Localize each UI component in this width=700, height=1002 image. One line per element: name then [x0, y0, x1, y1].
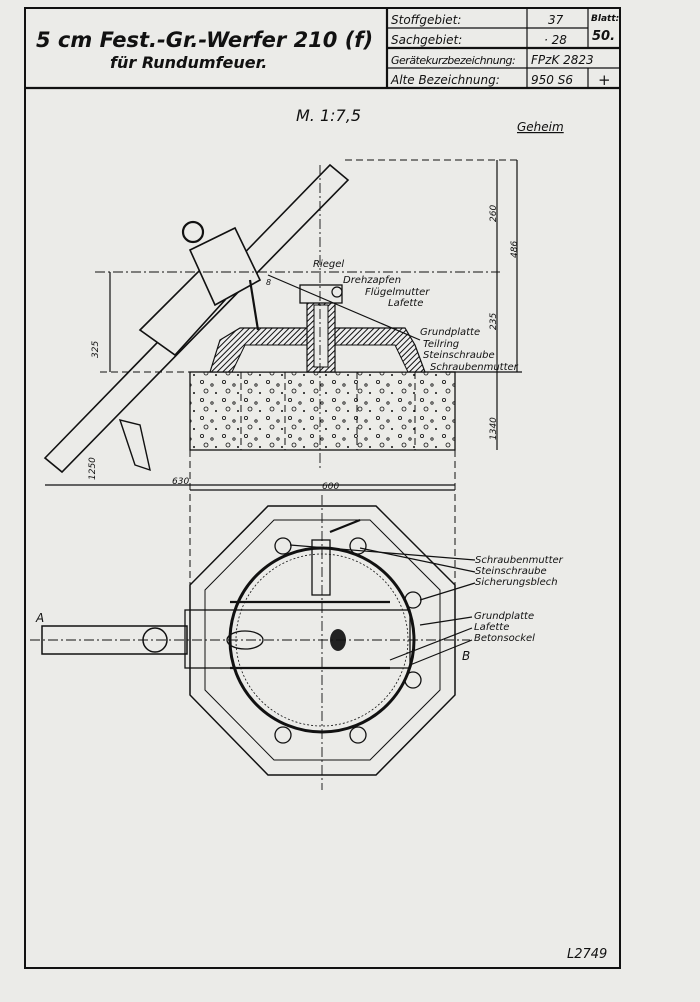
marker-8: 8	[266, 278, 271, 287]
drawing-title: 5 cm Fest.-Gr.-Werfer 210 (f)	[36, 28, 373, 52]
row-label-geraetekurzbezeichnung: Gerätekurzbezeichnung:	[391, 54, 515, 67]
side-view: Riegel Drehzapfen Flügelmutter Lafette G…	[43, 159, 522, 492]
dim-325: 325	[91, 341, 101, 358]
label-steinschraube-top: Steinschraube	[475, 566, 547, 577]
label-riegel: Riegel	[313, 259, 344, 270]
label-schraubenmutter: Schraubenmutter	[430, 362, 519, 373]
drawing-number: L2749	[567, 947, 607, 962]
label-schraubenmutter-top: Schraubenmutter	[475, 555, 564, 566]
dim-1340: 1340	[489, 417, 499, 440]
label-teilring: Teilring	[423, 339, 459, 350]
label-steinschraube: Steinschraube	[423, 350, 495, 361]
scale-label: M. 1:7,5	[296, 106, 361, 125]
dim-486: 486	[510, 241, 520, 258]
top-view: A B Schraubenmutter Steinschraube Sicher…	[30, 450, 564, 790]
concrete-base	[189, 371, 456, 451]
sheet-number: 50.	[592, 29, 615, 44]
row-value-alte-bezeichnung: 950 S6	[531, 73, 573, 87]
label-grundplatte: Grundplatte	[420, 327, 480, 338]
sheet-border	[24, 7, 621, 969]
row-value-geraetekurzbezeichnung: FPzK 2823	[531, 53, 594, 67]
label-lafette-top: Lafette	[474, 622, 509, 633]
drawing-subtitle: für Rundumfeuer.	[110, 53, 267, 72]
label-betonsockel: Betonsockel	[474, 633, 535, 644]
label-sicherungsblech: Sicherungsblech	[475, 577, 558, 588]
row-value-sachgebiet: · 28	[544, 33, 567, 47]
label-lafette: Lafette	[388, 298, 423, 309]
row-extra-mark: +	[598, 71, 611, 89]
row-label-sachgebiet: Sachgebiet:	[391, 33, 462, 47]
dim-600: 600	[322, 482, 339, 492]
classification-label: Geheim	[517, 120, 564, 134]
concrete-octagon	[189, 505, 456, 776]
row-label-alte-bezeichnung: Alte Bezeichnung:	[390, 73, 500, 87]
dim-1250: 1250	[88, 457, 98, 480]
dim-235: 235	[489, 313, 499, 330]
title-block: 5 cm Fest.-Gr.-Werfer 210 (f) für Rundum…	[25, 8, 620, 90]
label-drehzapfen: Drehzapfen	[343, 275, 401, 286]
section-marker-a: A	[35, 611, 44, 625]
row-value-stoffgebiet: 37	[548, 13, 564, 27]
dim-260: 260	[489, 205, 499, 222]
sheet-label: Blatt:	[591, 14, 619, 24]
dim-630: 630	[172, 477, 189, 487]
row-label-stoffgebiet: Stoffgebiet:	[391, 13, 461, 27]
section-marker-b: B	[462, 649, 470, 663]
label-grundplatte-top: Grundplatte	[474, 611, 534, 622]
label-fluegelmutter: Flügelmutter	[365, 287, 430, 298]
